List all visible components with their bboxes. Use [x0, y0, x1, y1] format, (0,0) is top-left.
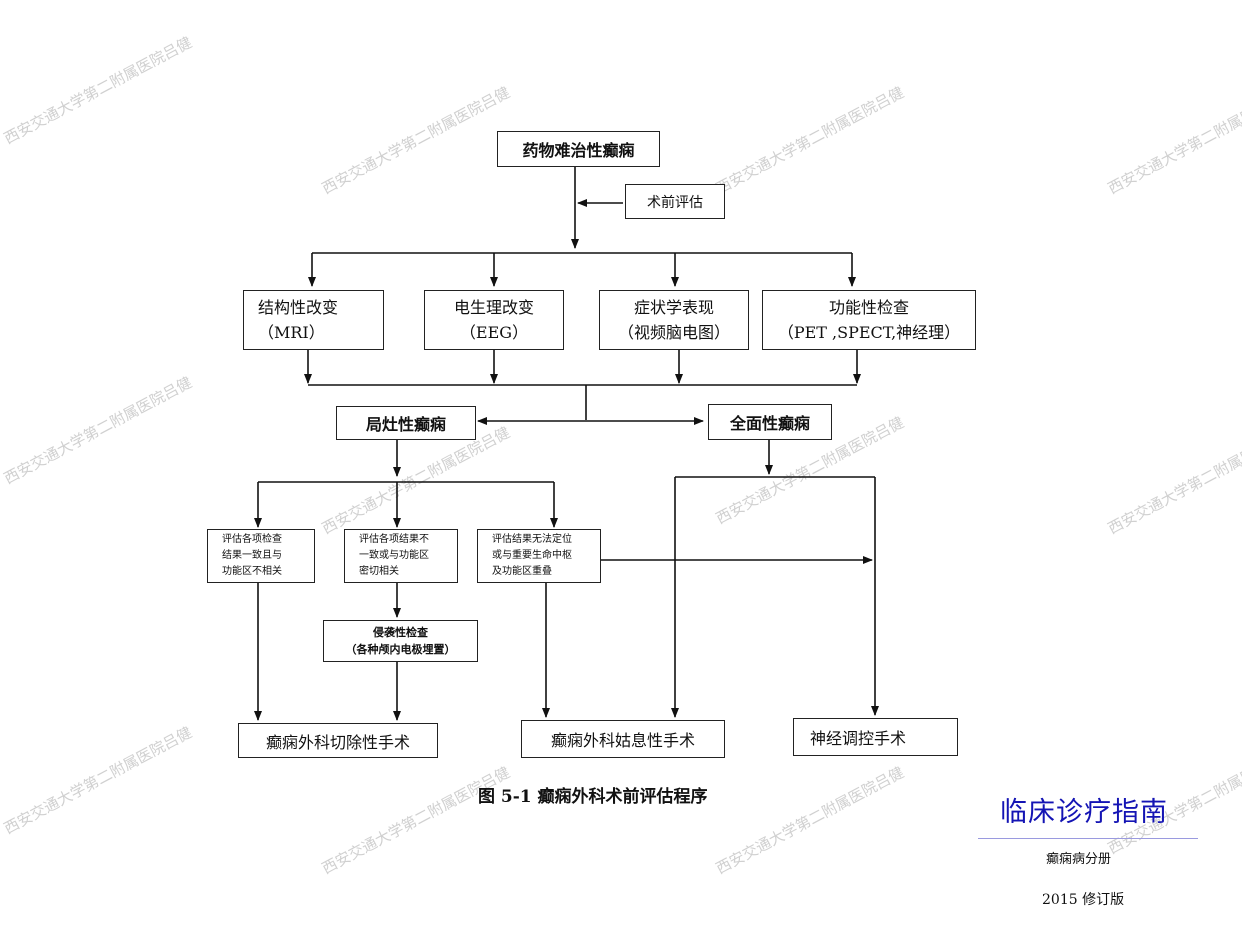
invasive-node: 侵袭性检查 （各种颅内电极埋置）: [323, 620, 478, 662]
eval-unlocalizable-line3: 及功能区重叠: [492, 566, 552, 577]
surgery-palliative-label: 癫痫外科姑息性手术: [550, 731, 695, 750]
exam-symptom-node: 症状学表现 （视频脑电图）: [599, 290, 749, 350]
side-label-box: 术前评估: [625, 184, 725, 219]
eval-consistent-line1: 评估各项检查: [222, 534, 282, 545]
eval-consistent-line3: 功能区不相关: [222, 566, 282, 577]
eval-consistent-node: 评估各项检查 结果一致且与 功能区不相关: [207, 529, 315, 583]
focal-node: 局灶性癫痫: [336, 406, 476, 440]
exam-symptom-line1: 症状学表现: [633, 298, 714, 317]
eval-unlocalizable-line2: 或与重要生命中枢: [492, 550, 572, 561]
exam-functional-line1: 功能性检查: [828, 298, 909, 317]
exam-functional-line2: （PET ,SPECT,神经理）: [777, 323, 961, 342]
generalized-label: 全面性癫痫: [729, 414, 810, 433]
generalized-node: 全面性癫痫: [708, 404, 832, 440]
exam-structural-node: 结构性改变 （MRI）: [243, 290, 384, 350]
exam-electro-line1: 电生理改变: [453, 298, 534, 317]
exam-functional-node: 功能性检查 （PET ,SPECT,神经理）: [762, 290, 976, 350]
focal-label: 局灶性癫痫: [365, 415, 446, 434]
surgery-neuromod-node: 神经调控手术: [793, 718, 958, 756]
invasive-line1: 侵袭性检查: [373, 626, 428, 639]
surgery-neuromod-label: 神经调控手术: [810, 729, 907, 748]
surgery-palliative-node: 癫痫外科姑息性手术: [521, 720, 725, 758]
eval-consistent-line2: 结果一致且与: [222, 550, 282, 561]
surgery-resection-label: 癫痫外科切除性手术: [265, 732, 410, 752]
guide-title: 临床诊疗指南: [1000, 797, 1168, 828]
root-node: 药物难治性癫痫: [497, 131, 660, 167]
root-label: 药物难治性癫痫: [522, 141, 635, 160]
side-label: 术前评估: [647, 194, 703, 211]
eval-unlocalizable-line1: 评估结果无法定位: [492, 534, 572, 545]
invasive-line2: （各种颅内电极埋置）: [345, 643, 456, 656]
exam-electro-node: 电生理改变 （EEG）: [424, 290, 564, 350]
guide-edition: 2015 修订版: [1042, 892, 1125, 908]
eval-inconsistent-line1: 评估各项结果不: [359, 534, 429, 545]
exam-structural-line2: （MRI）: [258, 323, 325, 342]
surgery-resection-node: 癫痫外科切除性手术: [238, 723, 438, 758]
exam-symptom-line2: （视频脑电图）: [617, 323, 730, 342]
exam-electro-line2: （EEG）: [459, 323, 529, 342]
figure-caption: 图 5-1 癫痫外科术前评估程序: [478, 787, 708, 807]
eval-inconsistent-node: 评估各项结果不 一致或与功能区 密切相关: [344, 529, 458, 583]
exam-structural-line1: 结构性改变: [258, 298, 339, 317]
divider: [978, 838, 1198, 839]
eval-inconsistent-line2: 一致或与功能区: [359, 550, 429, 561]
guide-subtitle: 癫痫病分册: [1046, 852, 1112, 867]
eval-inconsistent-line3: 密切相关: [359, 566, 399, 577]
eval-unlocalizable-node: 评估结果无法定位 或与重要生命中枢 及功能区重叠: [477, 529, 601, 583]
